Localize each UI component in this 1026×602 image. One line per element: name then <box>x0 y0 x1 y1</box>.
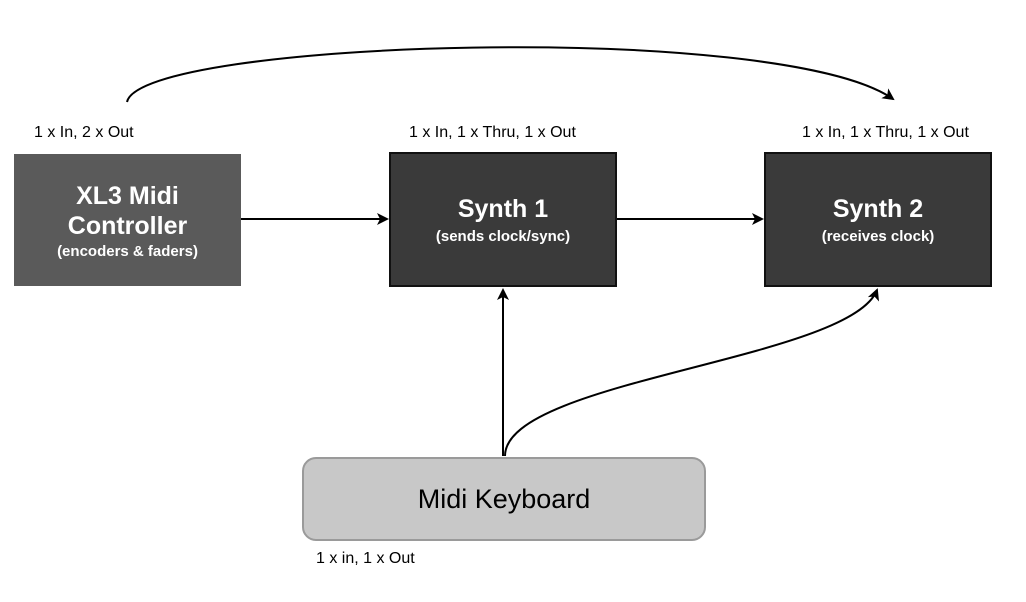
xl3-title: XL3 Midi Controller <box>67 181 188 240</box>
xl3-subtitle: (encoders & faders) <box>57 242 198 260</box>
synth1-subtitle: (sends clock/sync) <box>435 228 571 245</box>
synth2-subtitle: (receives clock) <box>821 228 935 245</box>
synth1-node: Synth 1 (sends clock/sync) <box>389 152 617 287</box>
keyboard-title: Midi Keyboard <box>417 483 591 514</box>
xl3-midi-controller-node: XL3 Midi Controller (encoders & faders) <box>14 154 241 286</box>
edge-xl3-to-synth2 <box>126 46 895 103</box>
synth2-port-label: 1 x In, 1 x Thru, 1 x Out <box>802 124 969 141</box>
synth2-node: Synth 2 (receives clock) <box>764 152 992 287</box>
xl3-port-label: 1 x In, 2 x Out <box>34 124 134 141</box>
edge-keyboard-to-synth2 <box>504 288 879 457</box>
midi-keyboard-node: Midi Keyboard <box>302 457 706 541</box>
synth2-title: Synth 2 <box>832 195 924 223</box>
keyboard-port-label: 1 x in, 1 x Out <box>316 550 415 567</box>
synth1-title: Synth 1 <box>457 195 549 223</box>
synth1-port-label: 1 x In, 1 x Thru, 1 x Out <box>409 124 576 141</box>
